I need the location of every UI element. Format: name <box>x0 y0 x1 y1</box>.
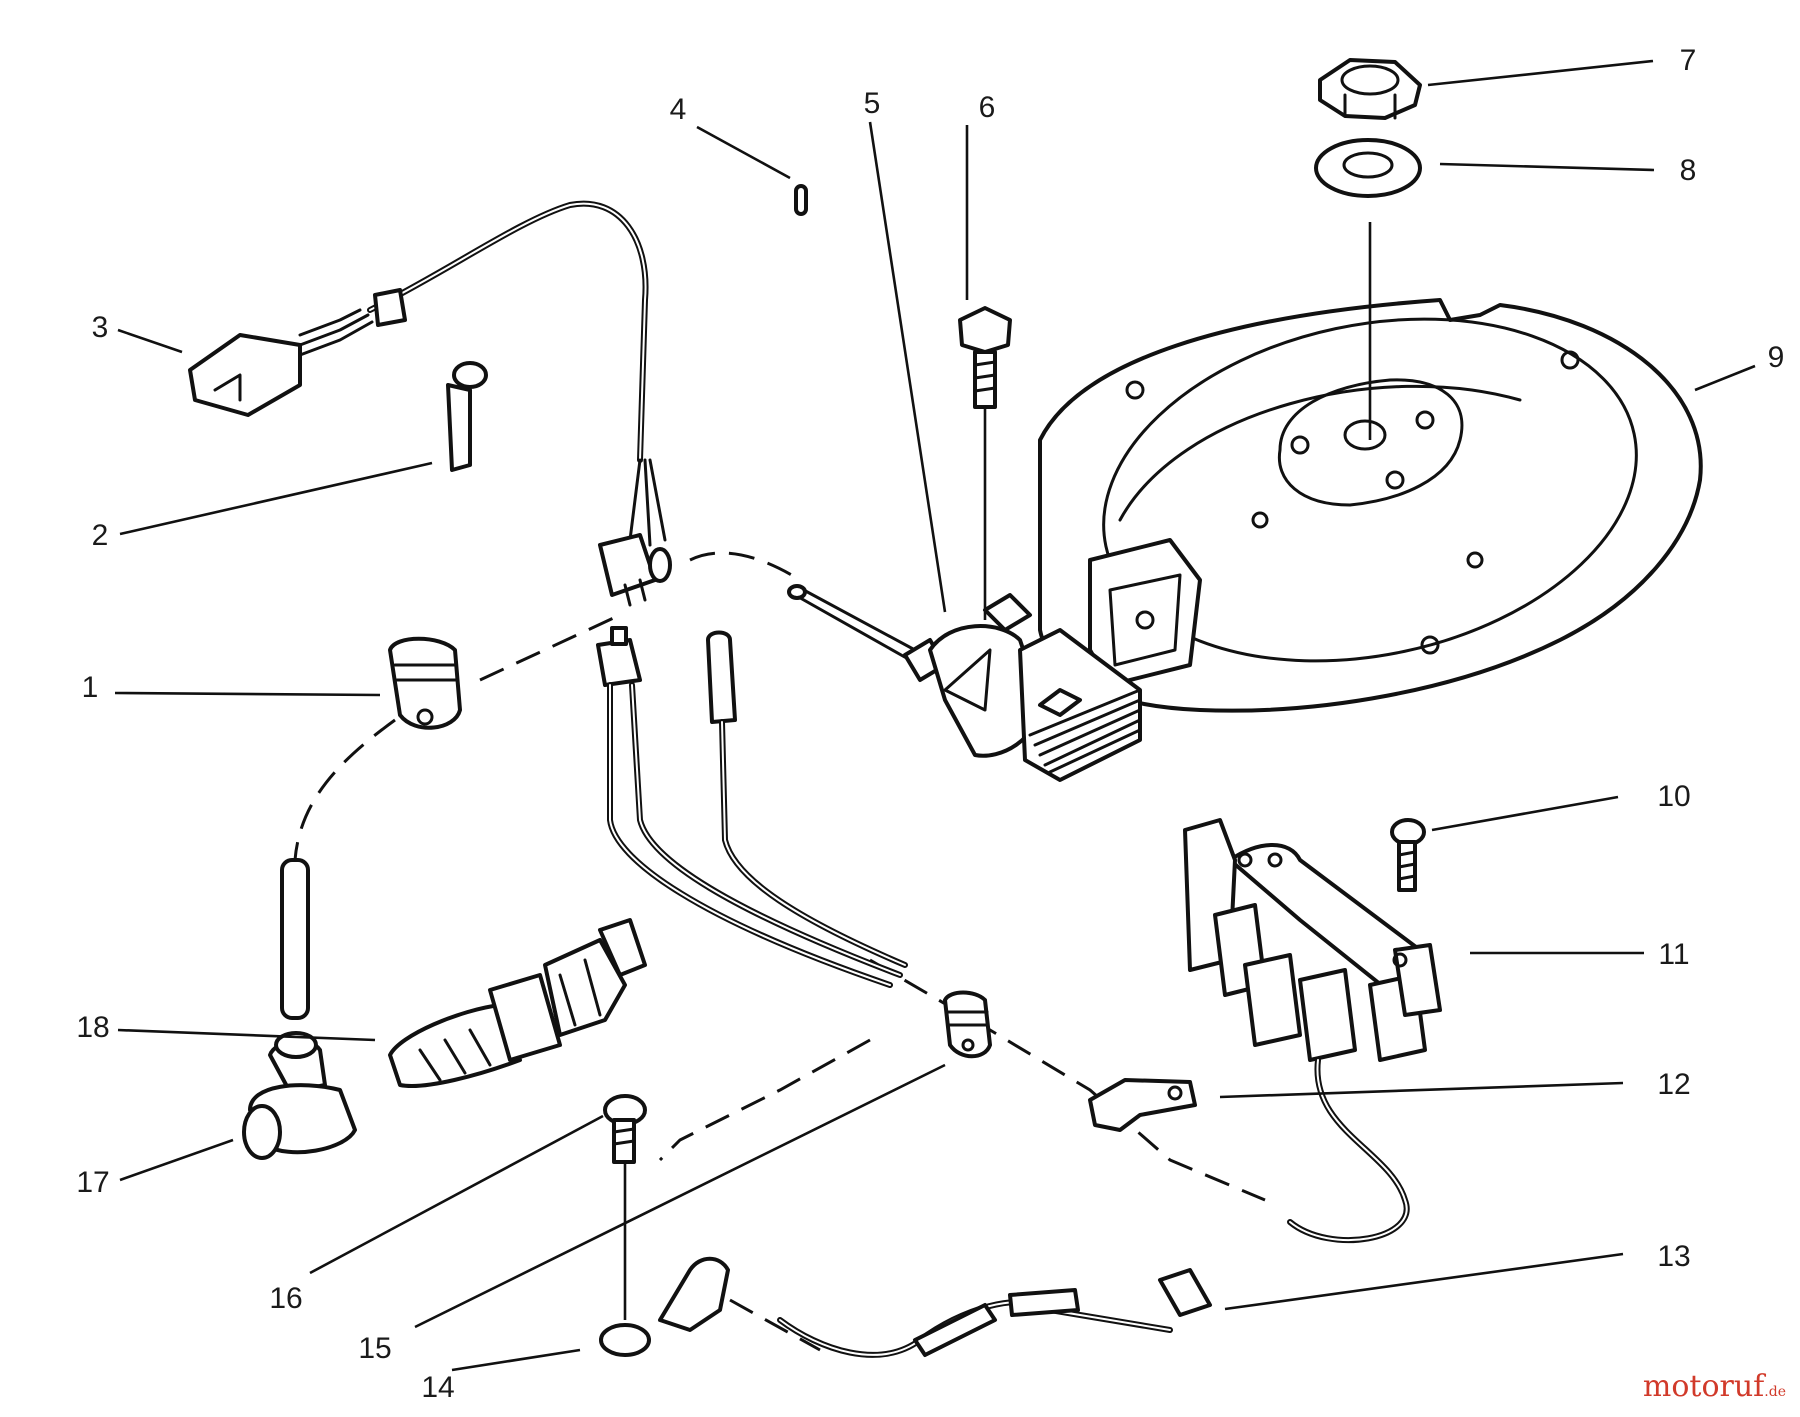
washer <box>1314 138 1422 198</box>
ground-wire <box>599 1256 1212 1358</box>
watermark-tld: .de <box>1764 1384 1786 1400</box>
fuel-valve <box>242 858 357 1160</box>
pin <box>794 184 808 216</box>
nut <box>1318 58 1422 120</box>
small-grommet <box>943 990 992 1059</box>
callout-8: 8 <box>1680 154 1697 187</box>
bolt <box>958 306 1012 409</box>
callout-5: 5 <box>864 87 881 120</box>
callout-2: 2 <box>92 519 109 552</box>
spark-plug <box>388 918 647 1088</box>
callout-7: 7 <box>1680 44 1697 77</box>
screw <box>1390 818 1426 892</box>
ground-screw <box>603 1094 647 1320</box>
callout-4: 4 <box>670 93 687 126</box>
callout-6: 6 <box>979 91 996 124</box>
callout-9: 9 <box>1768 341 1785 374</box>
watermark-logo: motoruf.de <box>1643 1369 1786 1404</box>
callout-1: 1 <box>82 671 99 704</box>
ignition-leads <box>596 626 908 988</box>
callout-15: 15 <box>358 1332 391 1365</box>
cable-clamp <box>1088 1078 1197 1132</box>
ring-terminal <box>446 361 488 472</box>
ignition-coil <box>787 584 1142 782</box>
callout-14: 14 <box>421 1371 454 1404</box>
callout-10: 10 <box>1657 780 1690 813</box>
callout-13: 13 <box>1657 1240 1690 1273</box>
leader-lines <box>114 59 1756 1372</box>
callout-12: 12 <box>1657 1068 1690 1101</box>
grommet <box>388 636 462 730</box>
callout-17: 17 <box>76 1166 109 1199</box>
callout-3: 3 <box>92 311 109 344</box>
callout-16: 16 <box>269 1282 302 1315</box>
watermark-text: motoruf <box>1642 1369 1765 1404</box>
callout-11: 11 <box>1658 938 1689 971</box>
callout-numbers: 1 2 3 4 5 6 7 8 9 10 11 12 13 14 15 16 1… <box>76 44 1784 1404</box>
callout-18: 18 <box>76 1011 109 1044</box>
wiring-harness <box>188 200 672 607</box>
stator <box>1183 818 1442 1244</box>
flywheel <box>1038 298 1703 713</box>
